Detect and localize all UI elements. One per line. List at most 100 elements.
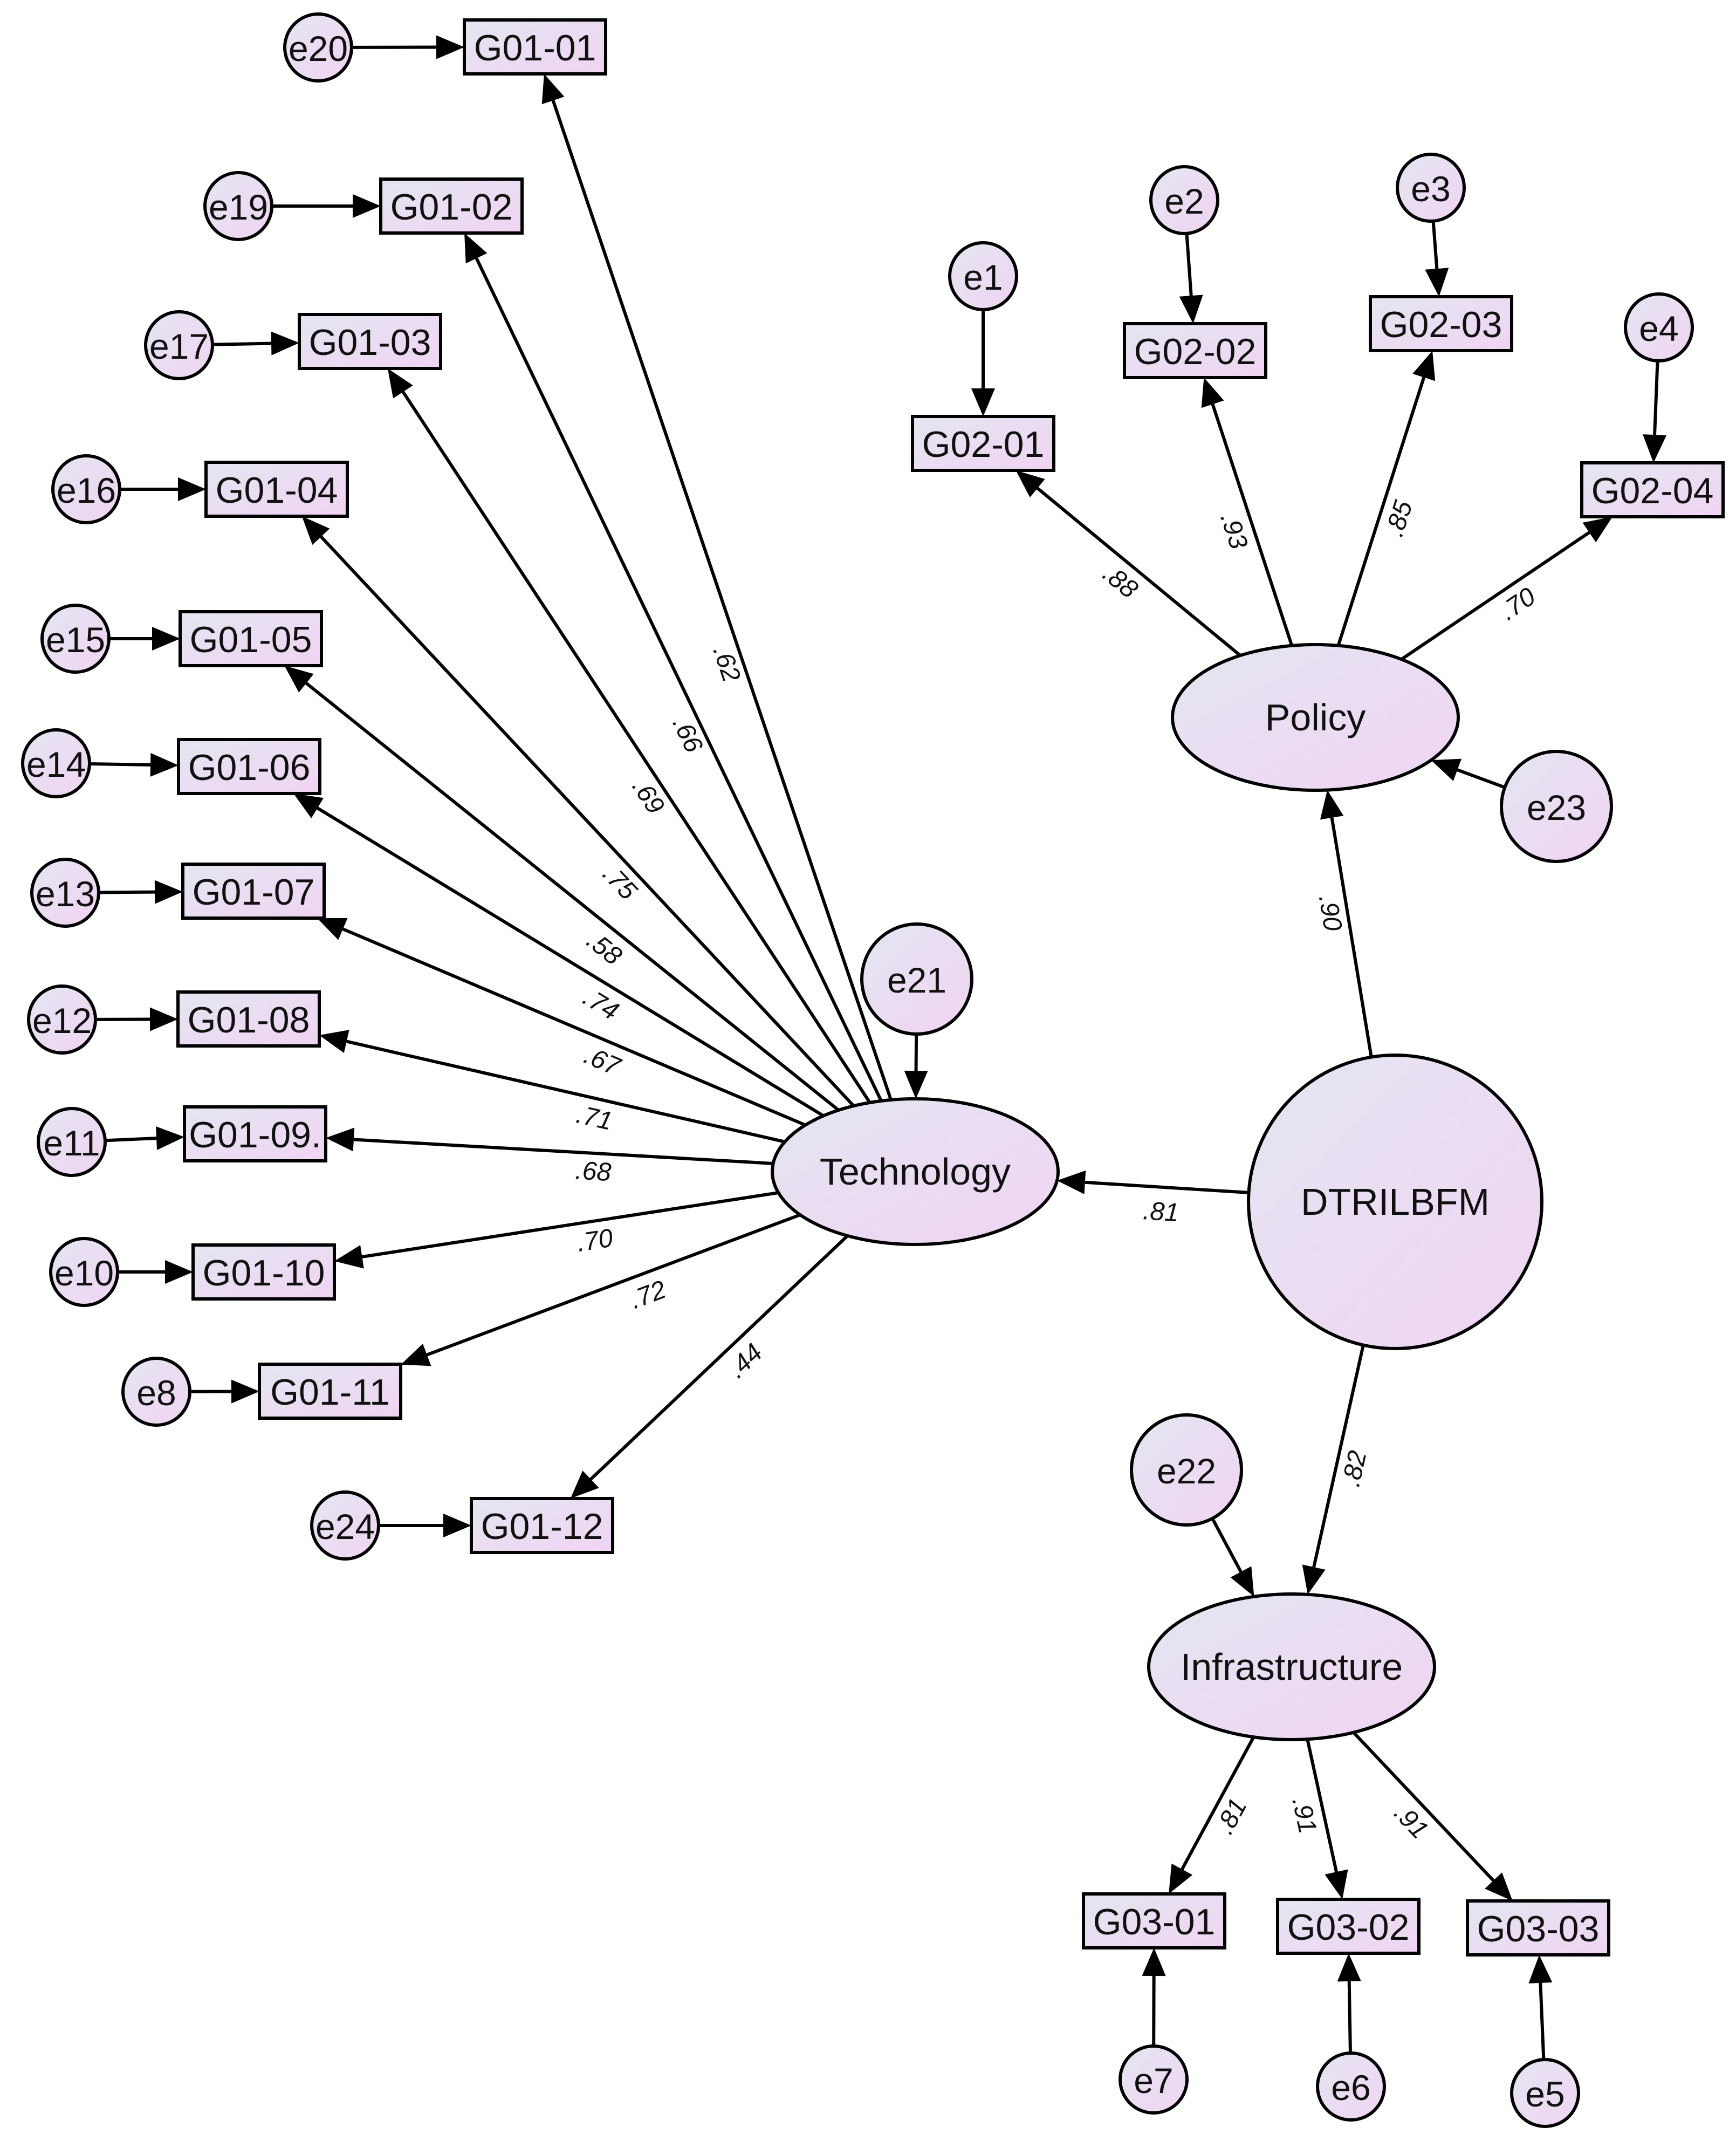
indicator-label: G01-12 [481,1506,603,1547]
error-e13[interactable]: e13 [30,858,100,928]
error-e21[interactable]: e21 [860,922,973,1036]
error-e2[interactable]: e2 [1149,165,1219,235]
error-circle [310,1490,380,1561]
latent-technology[interactable]: Technology [771,1097,1060,1246]
coefficient-label: .85 [1380,497,1418,541]
indicator-g01-08[interactable]: G01-08 [176,990,321,1048]
indicator-g01-01[interactable]: G01-01 [463,18,607,76]
path-infrastructure-to-g03-01-arrowhead [1169,1863,1193,1894]
error-e14-arrow-arrowhead [150,753,179,777]
error-e5[interactable]: e5 [1510,2058,1580,2128]
latent-label: Infrastructure [1181,1646,1403,1688]
indicator-box [1276,1898,1421,1955]
latent-dtrilbfm[interactable]: DTRILBFM [1247,1054,1543,1350]
coefficient-label: .81 [1142,1196,1180,1227]
error-e6[interactable]: e6 [1316,2051,1386,2122]
error-label: e23 [1527,788,1586,827]
error-e1[interactable]: e1 [948,241,1018,311]
indicator-g01-11[interactable]: G01-11 [258,1363,402,1420]
error-e20[interactable]: e20 [283,12,353,83]
path-policy-to-g02-02-arrowhead [1201,378,1224,408]
path-policy-to-g02-04-arrowhead [1582,517,1613,543]
indicator-box [1580,461,1725,518]
indicator-g01-04[interactable]: G01-04 [204,461,349,518]
indicator-g01-06[interactable]: G01-06 [177,738,321,795]
error-e24[interactable]: e24 [310,1490,380,1561]
error-e14[interactable]: e14 [21,728,91,798]
indicator-g03-03[interactable]: G03-03 [1466,1899,1610,1957]
indicator-label: G02-03 [1380,304,1502,345]
error-circle [1500,750,1613,863]
path-dtrilbfm-to-policy-line [1330,817,1373,1058]
path-infrastructure-to-g03-01-line [1181,1736,1255,1870]
error-circle [49,1237,119,1307]
path-technology-to-g01-10-arrowhead [334,1245,364,1269]
error-e10[interactable]: e10 [49,1237,119,1307]
indicator-g02-02[interactable]: G02-02 [1123,322,1267,379]
indicator-g02-01[interactable]: G02-01 [911,415,1055,472]
path-technology-to-g01-03-arrowhead [387,368,413,399]
error-label: e7 [1134,2061,1173,2101]
error-circle [30,858,100,928]
error-e7[interactable]: e7 [1119,2044,1189,2115]
error-label: e12 [32,1001,92,1041]
indicator-box [204,461,349,518]
error-e19[interactable]: e19 [203,171,273,241]
error-e3[interactable]: e3 [1396,153,1466,223]
error-e4[interactable]: e4 [1624,292,1694,362]
coefficient-label: .68 [574,1157,612,1187]
indicator-g01-02[interactable]: G01-02 [379,177,524,235]
error-circle [1119,2044,1189,2115]
path-policy-to-g02-01-line [1036,487,1241,657]
latent-policy[interactable]: Policy [1171,643,1460,792]
error-e13-arrow-line [98,890,155,894]
error-e4-arrow-line [1653,360,1659,435]
error-e12[interactable]: e12 [27,984,97,1055]
indicator-label: G03-03 [1477,1908,1600,1949]
path-technology-to-g01-07-arrowhead [317,918,348,940]
indicator-g01-07[interactable]: G01-07 [181,863,326,920]
indicator-g01-12[interactable]: G01-12 [470,1497,614,1554]
path-technology-to-g01-04-line [320,535,855,1107]
indicator-g01-03[interactable]: G01-03 [298,313,442,370]
coefficient-label: .72 [626,1275,670,1315]
path-infrastructure-to-g03-02-line [1306,1739,1338,1872]
error-e1-arrow-arrowhead [971,388,995,416]
error-e15[interactable]: e15 [40,604,111,674]
indicator-g03-01[interactable]: G03-01 [1082,1892,1226,1949]
error-e22[interactable]: e22 [1130,1413,1243,1527]
coefficient-label: .82 [1336,1448,1372,1489]
path-dtrilbfm-to-policy-arrowhead [1320,790,1344,820]
error-e17[interactable]: e17 [144,310,214,380]
error-e8[interactable]: e8 [121,1357,191,1427]
error-label: e10 [54,1253,114,1293]
indicator-g01-10[interactable]: G01-10 [191,1243,336,1301]
indicator-g01-05[interactable]: G01-05 [179,610,323,667]
indicator-g02-03[interactable]: G02-03 [1369,295,1513,352]
error-label: e2 [1164,181,1204,221]
coefficient-label: .58 [581,926,627,971]
error-e16[interactable]: e16 [51,454,121,524]
error-e6-arrow-arrowhead [1337,1953,1361,1982]
path-technology-to-g01-08-line [346,1039,785,1144]
error-label: e14 [26,744,86,784]
latent-infrastructure[interactable]: Infrastructure [1147,1592,1436,1741]
error-label: e13 [36,874,95,914]
error-e11[interactable]: e11 [37,1107,107,1177]
indicator-label: G01-08 [188,1000,310,1041]
indicator-g03-02[interactable]: G03-02 [1276,1898,1421,1955]
error-circle [948,241,1018,311]
latent-ellipse [1171,643,1460,792]
error-circle [121,1357,191,1427]
error-e12-arrow-arrowhead [149,1007,178,1031]
indicator-g01-09[interactable]: G01-09. [183,1105,327,1162]
error-e10-arrow-arrowhead [165,1260,193,1284]
indicator-box [1369,295,1513,352]
error-label: e22 [1157,1451,1216,1491]
indicator-g02-04[interactable]: G02-04 [1580,461,1725,518]
error-label: e11 [43,1123,100,1163]
error-label: e4 [1639,309,1678,348]
error-e23[interactable]: e23 [1500,750,1613,863]
error-e14-arrow-line [89,762,151,767]
